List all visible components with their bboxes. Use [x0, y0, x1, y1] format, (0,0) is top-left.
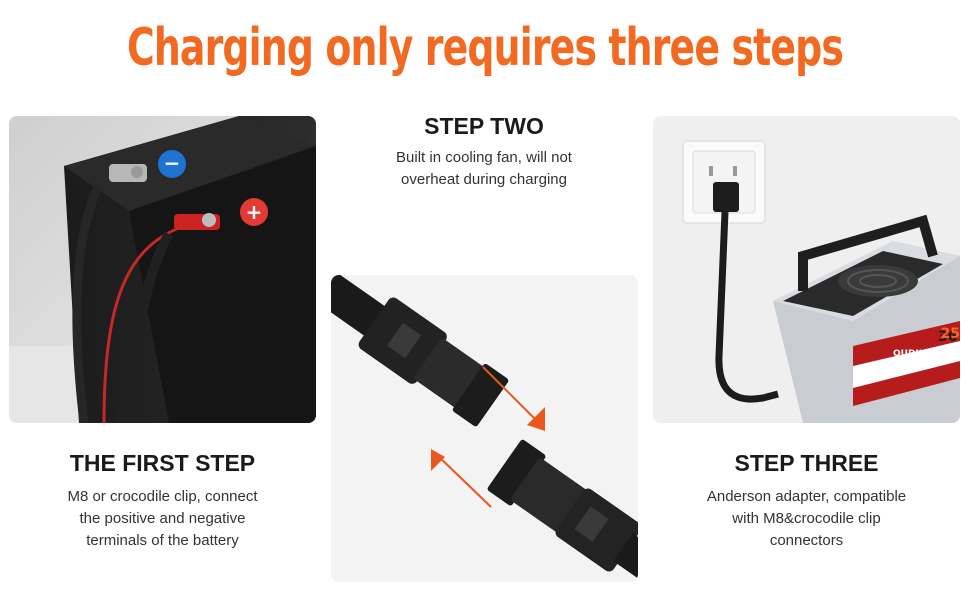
- step-three-description: Anderson adapter, compatible with M8&cro…: [706, 488, 907, 549]
- positive-symbol: +: [246, 200, 263, 224]
- battery-image: − +: [9, 116, 316, 423]
- step-one-description: M8 or crocodile clip, connect the positi…: [67, 488, 258, 549]
- current-label: 25: [941, 326, 960, 342]
- charger-image: 36 25 OUDIHU: [653, 116, 960, 423]
- voltage-label: 36: [938, 329, 957, 345]
- step-three-heading: STEP THREE: [734, 450, 879, 476]
- step-two-heading: STEP TWO: [424, 113, 544, 139]
- step-one-heading: THE FIRST STEP: [69, 450, 256, 476]
- negative-symbol: −: [164, 151, 181, 175]
- step-two-description: Built in cooling fan, will not overheat …: [396, 149, 572, 188]
- brand-label: OUDIHU: [893, 349, 934, 359]
- connector-image: [331, 275, 638, 582]
- page-title: Charging only requires three steps: [126, 18, 844, 79]
